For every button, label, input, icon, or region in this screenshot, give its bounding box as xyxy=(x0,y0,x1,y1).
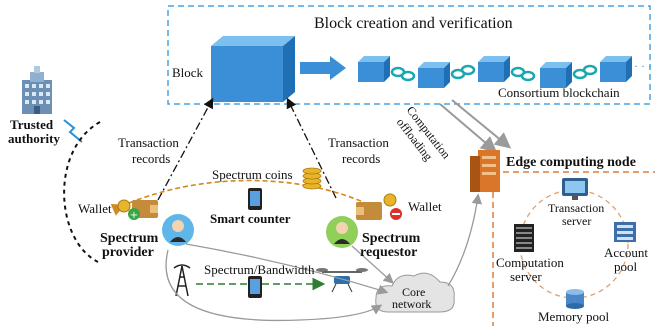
account-pool-line1: Account xyxy=(604,245,649,260)
spectrum-phone-icon xyxy=(248,276,262,298)
big-block-cube xyxy=(211,36,295,102)
left-wallet-label: Wallet xyxy=(78,201,112,216)
right-records-line1: Transaction xyxy=(328,135,389,150)
chain-blocks xyxy=(358,56,632,88)
offloading-arrow-1 xyxy=(439,103,498,153)
block-label: Block xyxy=(172,65,204,80)
left-records-line1: Transaction xyxy=(118,135,179,150)
drone-icon xyxy=(316,268,368,293)
trusted-authority-building-icon xyxy=(22,66,52,114)
chain-block-3 xyxy=(478,56,510,82)
left-wallet-icon: + xyxy=(117,199,158,221)
core-network-line2: network xyxy=(392,297,432,311)
cloud-to-edge-arrow xyxy=(447,193,482,287)
provider-records-arrow xyxy=(157,97,214,201)
edge-title: Edge computing node xyxy=(506,155,636,170)
blockchain-region xyxy=(167,5,651,105)
offloading-arrow-2 xyxy=(451,99,512,149)
chain-block-4 xyxy=(540,62,572,88)
requestor-avatar xyxy=(326,216,358,248)
account-pool-icon xyxy=(614,222,636,242)
chain-block-2 xyxy=(418,62,450,88)
memory-pool-label: Memory pool xyxy=(538,309,610,324)
smart-counter-label: Smart counter xyxy=(210,211,291,226)
memory-pool-icon xyxy=(566,289,584,309)
provider-label-line2: provider xyxy=(102,245,154,260)
edge-server-icon xyxy=(470,150,500,192)
requestor-label-line2: requestor xyxy=(360,245,418,260)
requestor-label-line1: Spectrum xyxy=(362,231,421,246)
lightning-icon xyxy=(63,119,83,143)
requestor-to-cloud-arrow xyxy=(351,245,394,284)
transaction-server-line2: server xyxy=(562,214,592,228)
provider-to-cloud-arrow xyxy=(185,243,389,295)
left-records-line2: records xyxy=(132,151,171,166)
right-wallet-label: Wallet xyxy=(408,199,442,214)
transaction-server-line1: Transaction xyxy=(548,201,605,215)
authority-label-line2: authority xyxy=(8,131,60,146)
requestor-records-arrow xyxy=(286,97,337,199)
coin-flow-arc xyxy=(110,179,373,216)
spectrum-coins-label: Spectrum coins xyxy=(212,167,293,182)
provider-avatar xyxy=(162,214,194,246)
chain-label: Consortium blockchain xyxy=(498,85,620,100)
authority-arc xyxy=(63,121,101,263)
coin-stack-icon xyxy=(302,167,322,190)
account-pool-line2: pool xyxy=(614,259,638,274)
chain-block-1 xyxy=(358,56,390,82)
block-to-chain-arrow xyxy=(300,56,346,80)
smart-counter-phone-icon xyxy=(248,188,262,210)
chain-links xyxy=(390,64,598,82)
core-network-line1: Core xyxy=(402,285,426,299)
right-wallet-icon xyxy=(356,193,402,220)
svg-text:+: + xyxy=(130,210,138,221)
antenna-tower-icon xyxy=(173,264,191,297)
authority-label-line1: Trusted xyxy=(10,117,54,132)
provider-loop-arrow xyxy=(165,249,383,322)
computation-server-icon xyxy=(514,224,534,252)
computation-server-line1: Computation xyxy=(496,255,564,270)
chain-ellipsis: · · · xyxy=(634,59,652,73)
blockchain-title: Block creation and verification xyxy=(314,15,513,32)
core-network-cloud-icon xyxy=(375,272,455,313)
computation-server-line2: server xyxy=(510,269,542,284)
spectrum-bandwidth-label: Spectrum/Bandwidth xyxy=(204,262,315,277)
chain-block-5 xyxy=(600,56,632,82)
edge-region xyxy=(492,171,655,326)
transaction-server-icon xyxy=(562,178,588,200)
right-records-line2: records xyxy=(342,151,381,166)
provider-label-line1: Spectrum xyxy=(100,231,159,246)
